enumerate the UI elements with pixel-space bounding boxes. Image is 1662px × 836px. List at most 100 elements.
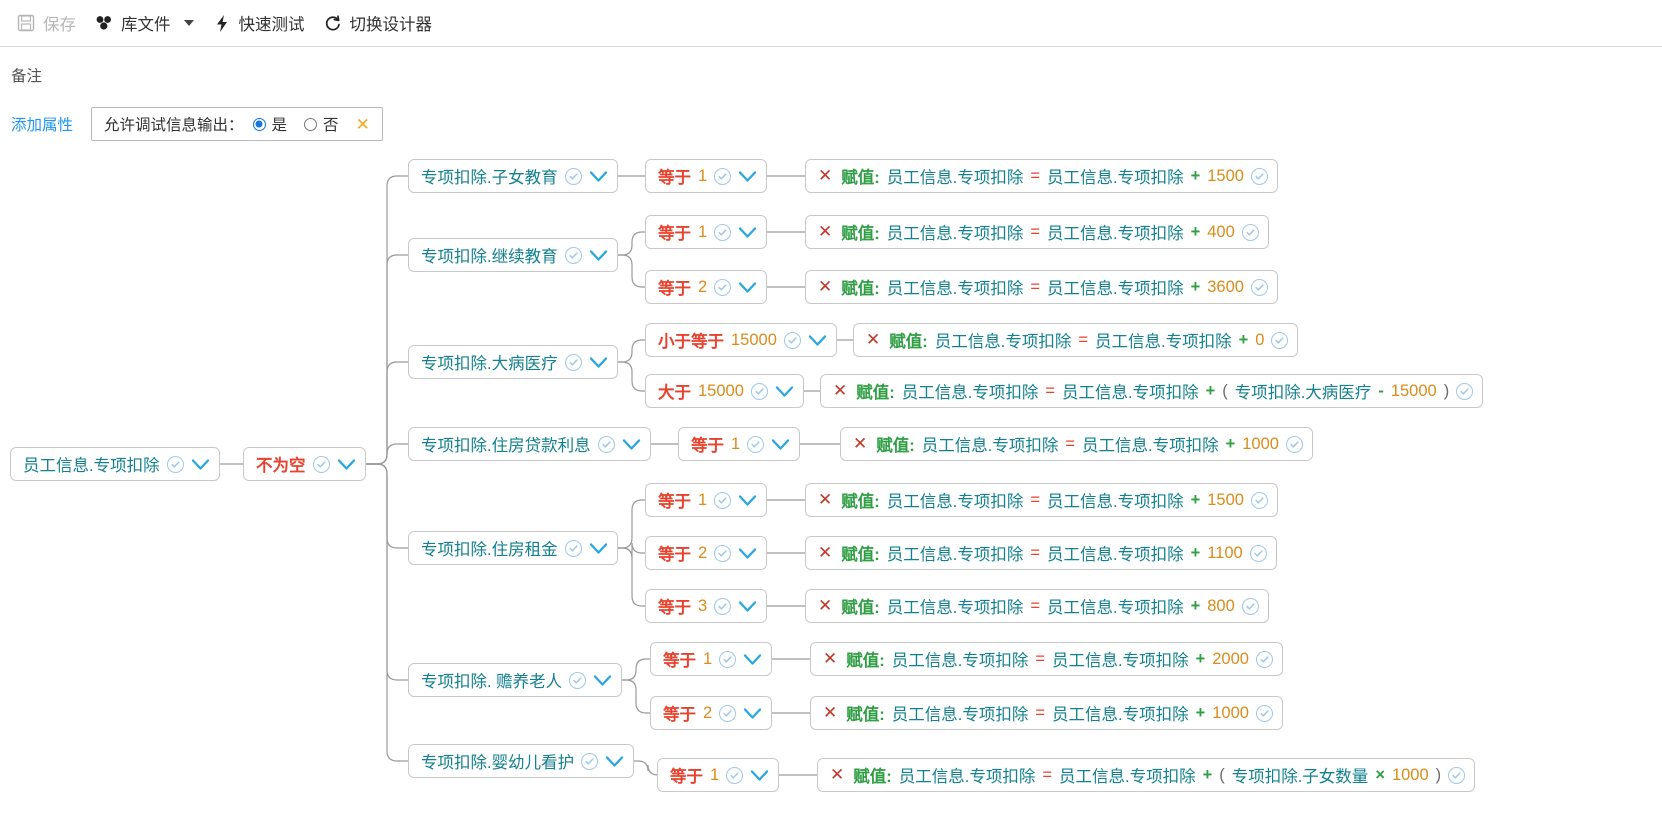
chevron-down-icon[interactable] <box>738 600 757 613</box>
delete-icon[interactable]: ✕ <box>853 434 868 453</box>
check-circle-icon[interactable] <box>1271 331 1289 349</box>
delete-icon[interactable]: ✕ <box>866 330 881 349</box>
chevron-down-icon[interactable] <box>775 385 794 398</box>
save-button[interactable]: 保存 <box>10 7 88 39</box>
check-circle-icon[interactable] <box>750 382 768 400</box>
delete-icon[interactable]: ✕ <box>830 765 845 784</box>
chevron-down-icon[interactable] <box>589 170 608 183</box>
chevron-down-icon[interactable] <box>589 542 608 555</box>
chevron-down-icon[interactable] <box>743 653 762 666</box>
check-circle-icon[interactable] <box>719 704 737 722</box>
quick-test-button[interactable]: 快速测试 <box>206 7 317 39</box>
chevron-down-icon[interactable] <box>622 438 641 451</box>
check-circle-icon[interactable] <box>714 223 732 241</box>
chevron-down-icon[interactable] <box>738 547 757 560</box>
action-node[interactable]: ✕赋值:员工信息.专项扣除=员工信息.专项扣除+1500 <box>805 483 1278 517</box>
check-circle-icon[interactable] <box>166 455 184 473</box>
delete-icon[interactable]: ✕ <box>818 543 833 562</box>
check-circle-icon[interactable] <box>747 435 765 453</box>
action-node[interactable]: ✕赋值:员工信息.专项扣除=员工信息.专项扣除+400 <box>805 215 1269 249</box>
delete-icon[interactable]: ✕ <box>818 490 833 509</box>
action-node[interactable]: ✕赋值:员工信息.专项扣除=员工信息.专项扣除+0 <box>853 323 1299 357</box>
chevron-down-icon[interactable] <box>738 494 757 507</box>
chevron-down-icon[interactable] <box>589 356 608 369</box>
check-circle-icon[interactable] <box>569 671 587 689</box>
check-circle-icon[interactable] <box>1249 544 1267 562</box>
delete-icon[interactable]: ✕ <box>818 166 833 185</box>
chevron-down-icon[interactable] <box>605 755 624 768</box>
chevron-down-icon[interactable] <box>771 438 790 451</box>
check-circle-icon[interactable] <box>597 435 615 453</box>
branch-node-2[interactable]: 专项扣除.大病医疗 <box>408 345 618 379</box>
chevron-down-icon[interactable] <box>589 249 608 262</box>
chevron-down-icon[interactable] <box>593 674 612 687</box>
chevron-down-icon[interactable] <box>738 170 757 183</box>
check-circle-icon[interactable] <box>1285 435 1303 453</box>
check-circle-icon[interactable] <box>564 353 582 371</box>
check-circle-icon[interactable] <box>564 246 582 264</box>
check-circle-icon[interactable] <box>581 752 599 770</box>
check-circle-icon[interactable] <box>564 167 582 185</box>
add-property-link[interactable]: 添加属性 <box>11 117 74 134</box>
action-node[interactable]: ✕赋值:员工信息.专项扣除=员工信息.专项扣除+1000 <box>810 696 1283 730</box>
delete-icon[interactable]: ✕ <box>818 596 833 615</box>
action-node[interactable]: ✕赋值:员工信息.专项扣除=员工信息.专项扣除+800 <box>805 589 1269 623</box>
chevron-down-icon[interactable] <box>738 226 757 239</box>
delete-icon[interactable]: ✕ <box>823 703 838 722</box>
check-circle-icon[interactable] <box>714 544 732 562</box>
chevron-down-icon[interactable] <box>183 20 194 26</box>
delete-icon[interactable]: ✕ <box>833 381 848 400</box>
delete-icon[interactable]: ✕ <box>823 649 838 668</box>
check-circle-icon[interactable] <box>1255 704 1273 722</box>
action-node[interactable]: ✕赋值:员工信息.专项扣除=员工信息.专项扣除+1500 <box>805 159 1278 193</box>
check-circle-icon[interactable] <box>1456 382 1474 400</box>
chevron-down-icon[interactable] <box>738 281 757 294</box>
library-file-button[interactable]: 库文件 <box>88 7 206 39</box>
branch-node-1[interactable]: 专项扣除.继续教育 <box>408 238 618 272</box>
check-circle-icon[interactable] <box>726 766 744 784</box>
check-circle-icon[interactable] <box>1241 597 1259 615</box>
branch-node-5[interactable]: 专项扣除. 赡养老人 <box>408 663 623 697</box>
check-circle-icon[interactable] <box>714 278 732 296</box>
action-node[interactable]: ✕赋值:员工信息.专项扣除=员工信息.专项扣除+1000 <box>840 427 1313 461</box>
root-condition-node[interactable]: 不为空 <box>243 447 366 481</box>
action-node[interactable]: ✕赋值:员工信息.专项扣除=员工信息.专项扣除+1100 <box>805 536 1277 570</box>
radio-no[interactable] <box>304 117 318 131</box>
radio-yes[interactable] <box>252 117 266 131</box>
chevron-down-icon[interactable] <box>750 769 769 782</box>
chevron-down-icon[interactable] <box>191 458 210 471</box>
branch-node-4[interactable]: 专项扣除.住房租金 <box>408 531 618 565</box>
check-circle-icon[interactable] <box>714 491 732 509</box>
root-node[interactable]: 员工信息.专项扣除 <box>10 447 220 481</box>
check-circle-icon[interactable] <box>1250 278 1268 296</box>
action-node[interactable]: ✕赋值:员工信息.专项扣除=员工信息.专项扣除+3600 <box>805 270 1278 304</box>
check-circle-icon[interactable] <box>1241 223 1259 241</box>
check-circle-icon[interactable] <box>714 597 732 615</box>
check-circle-icon[interactable] <box>1250 167 1268 185</box>
check-circle-icon[interactable] <box>1448 766 1466 784</box>
action-node[interactable]: ✕赋值:员工信息.专项扣除=员工信息.专项扣除+(专项扣除.大病医疗-15000… <box>820 374 1484 408</box>
branch-node-0[interactable]: 专项扣除.子女教育 <box>408 159 618 193</box>
check-circle-icon[interactable] <box>1255 650 1273 668</box>
chevron-down-icon[interactable] <box>743 707 762 720</box>
action-node[interactable]: ✕赋值:员工信息.专项扣除=员工信息.专项扣除+2000 <box>810 642 1283 676</box>
check-circle-icon[interactable] <box>719 650 737 668</box>
delete-icon[interactable]: ✕ <box>818 277 833 296</box>
switch-designer-button[interactable]: 切换设计器 <box>317 7 445 39</box>
branch-node-6[interactable]: 专项扣除.婴幼儿看护 <box>408 744 635 778</box>
check-circle-icon[interactable] <box>564 539 582 557</box>
check-circle-icon[interactable] <box>783 331 801 349</box>
chevron-down-icon[interactable] <box>337 458 356 471</box>
chevron-down-icon[interactable] <box>808 334 827 347</box>
